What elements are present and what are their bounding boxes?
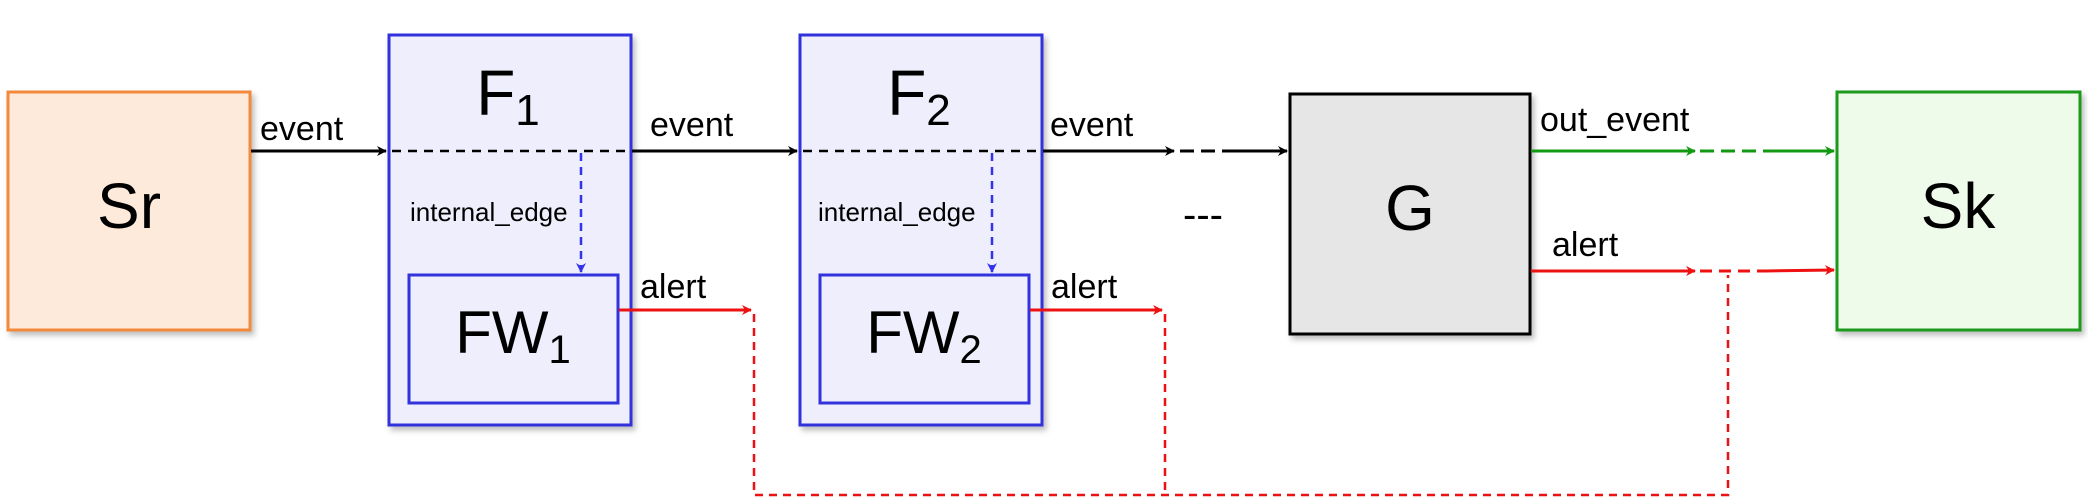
filter2-label-main: F bbox=[887, 57, 926, 129]
event-edge-3-label: event bbox=[1050, 106, 1134, 144]
filter2-label-sub: 2 bbox=[926, 86, 950, 135]
filter1-label: F1 bbox=[476, 57, 540, 135]
group-box bbox=[1288, 92, 1532, 336]
filter1-label-main: F bbox=[476, 57, 515, 129]
fw2-node[interactable]: FW2 bbox=[818, 273, 1031, 405]
internal-edge-2-label: internal_edge bbox=[818, 197, 976, 227]
fw2-box bbox=[818, 273, 1031, 405]
out-event-edge[interactable]: out_event bbox=[1531, 101, 1835, 156]
group-node[interactable]: G bbox=[1288, 92, 1532, 336]
event-edge-2[interactable]: event bbox=[632, 106, 798, 156]
group-label: G bbox=[1385, 172, 1435, 244]
filter2-label: F2 bbox=[887, 57, 951, 135]
fw1-node[interactable]: FW1 bbox=[407, 273, 620, 405]
fw2-label-sub: 2 bbox=[960, 328, 982, 372]
alert-edge-3[interactable]: alert bbox=[1531, 226, 1835, 276]
sink-node[interactable]: Sk bbox=[1835, 90, 2082, 332]
event-edge-1[interactable]: event bbox=[251, 110, 387, 156]
event-edge-3[interactable]: event bbox=[1043, 106, 1288, 156]
fw1-label: FW1 bbox=[455, 299, 571, 372]
alert-edge-2-label: alert bbox=[1051, 268, 1118, 306]
source-label: Sr bbox=[97, 170, 161, 242]
alert-edge-3-label: alert bbox=[1552, 226, 1619, 264]
event-edge-1-label: event bbox=[260, 110, 344, 148]
alert-edge-2[interactable]: alert bbox=[1030, 268, 1163, 315]
out-event-edge-label: out_event bbox=[1540, 101, 1690, 139]
fw1-label-sub: 1 bbox=[549, 328, 571, 372]
fw1-label-main: FW bbox=[455, 299, 549, 366]
internal-edge-1-label: internal_edge bbox=[410, 197, 568, 227]
source-node[interactable]: Sr bbox=[6, 90, 252, 332]
fw1-box bbox=[407, 273, 620, 405]
alert-edge-1-label: alert bbox=[640, 268, 707, 306]
sink-label: Sk bbox=[1921, 170, 1997, 242]
fw2-label-main: FW bbox=[866, 299, 960, 366]
event-edge-2-label: event bbox=[650, 106, 734, 144]
source-box bbox=[6, 90, 252, 332]
sink-box bbox=[1835, 90, 2082, 332]
ellipsis-text: --- bbox=[1183, 193, 1223, 237]
filter1-label-sub: 1 bbox=[515, 86, 539, 135]
alert-bus-line bbox=[752, 275, 1730, 497]
internal-edge-1[interactable]: internal_edge bbox=[410, 153, 586, 273]
internal-edge-2[interactable]: internal_edge bbox=[818, 153, 997, 273]
alert-edge-1[interactable]: alert bbox=[619, 268, 752, 315]
fw2-label: FW2 bbox=[866, 299, 982, 372]
